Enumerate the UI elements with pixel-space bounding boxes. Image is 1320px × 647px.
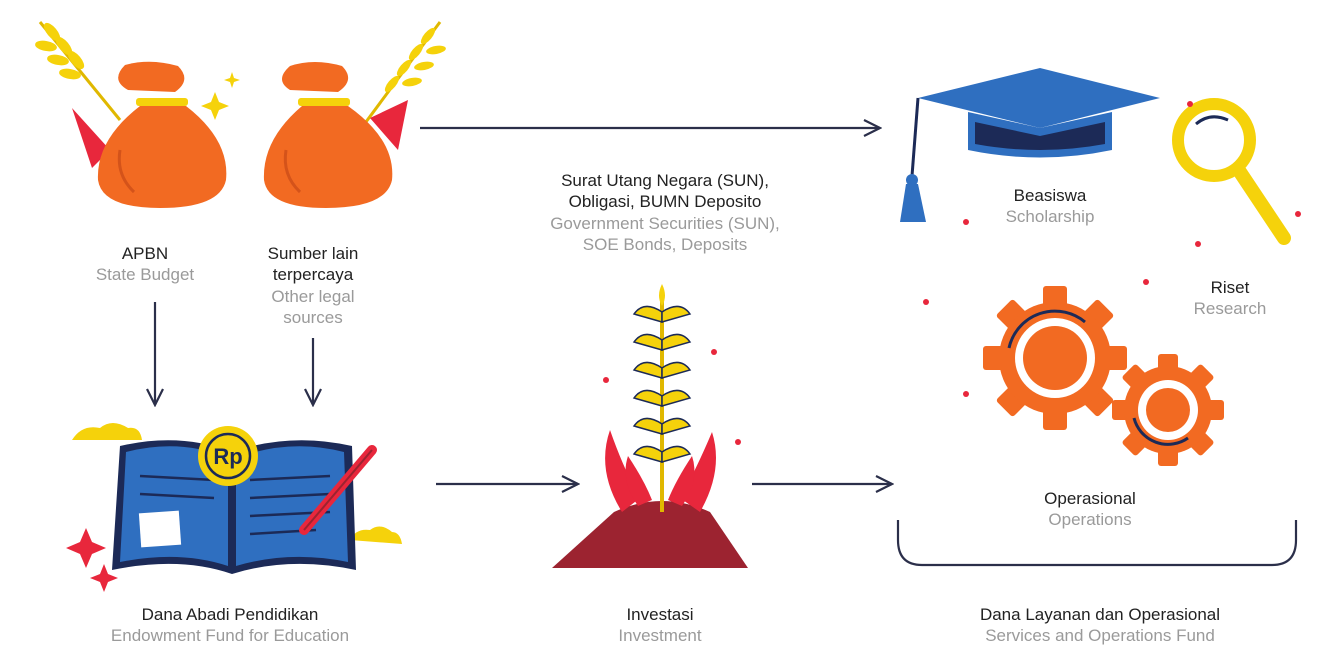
sumber-title-line1: Sumber lain (267, 244, 359, 263)
securities-title-line2: Obligasi, BUMN Deposito (568, 192, 762, 212)
investasi-title: Investasi (626, 605, 694, 624)
sumber-label: Sumber lain terpercaya Other legal sourc… (243, 243, 383, 328)
investasi-subtitle: Investment (618, 626, 702, 646)
growing-plant-icon (552, 284, 748, 568)
securities-subtitle-line2: SOE Bonds, Deposits (582, 234, 748, 254)
sumber-title-line2: terpercaya (272, 265, 354, 285)
apbn-subtitle: State Budget (95, 265, 195, 285)
coin-symbol: Rp (213, 444, 242, 469)
apbn-label: APBN State Budget (75, 243, 215, 286)
money-bag-icon (263, 21, 446, 208)
beasiswa-label: Beasiswa Scholarship (980, 185, 1120, 228)
rupiah-coin-icon: Rp (198, 426, 258, 486)
dana-abadi-label: Dana Abadi Pendidikan Endowment Fund for… (60, 604, 400, 647)
apbn-title: APBN (121, 244, 169, 263)
operasional-subtitle: Operations (1048, 510, 1132, 530)
decorative-dots (603, 211, 1301, 445)
magnifying-glass-icon (1172, 98, 1291, 245)
securities-subtitle-line1: Government Securities (SUN), (550, 213, 780, 233)
riset-title: Riset (1210, 278, 1250, 297)
dana-abadi-subtitle: Endowment Fund for Education (110, 626, 350, 646)
operasional-label: Operasional Operations (1010, 488, 1170, 531)
securities-label: Surat Utang Negara (SUN), Obligasi, BUMN… (500, 170, 830, 255)
dana-abadi-title: Dana Abadi Pendidikan (141, 605, 319, 624)
services-bracket (896, 520, 1298, 567)
dana-layanan-label: Dana Layanan dan Operasional Services an… (930, 604, 1270, 647)
gears-icon (983, 286, 1224, 466)
riset-label: Riset Research (1180, 277, 1280, 320)
open-book-icon (66, 423, 402, 592)
investasi-label: Investasi Investment (590, 604, 730, 647)
dana-layanan-title: Dana Layanan dan Operasional (979, 605, 1221, 624)
graduation-cap-icon (900, 68, 1160, 222)
sumber-subtitle-line1: Other legal (271, 286, 355, 306)
sumber-subtitle-line2: sources (283, 307, 343, 327)
money-bag-icon (35, 21, 240, 208)
riset-subtitle: Research (1193, 299, 1267, 319)
beasiswa-subtitle: Scholarship (1005, 207, 1095, 227)
beasiswa-title: Beasiswa (1013, 186, 1087, 205)
operasional-title: Operasional (1044, 489, 1136, 508)
securities-title-line1: Surat Utang Negara (SUN), (561, 171, 769, 190)
dana-layanan-subtitle: Services and Operations Fund (985, 626, 1215, 646)
